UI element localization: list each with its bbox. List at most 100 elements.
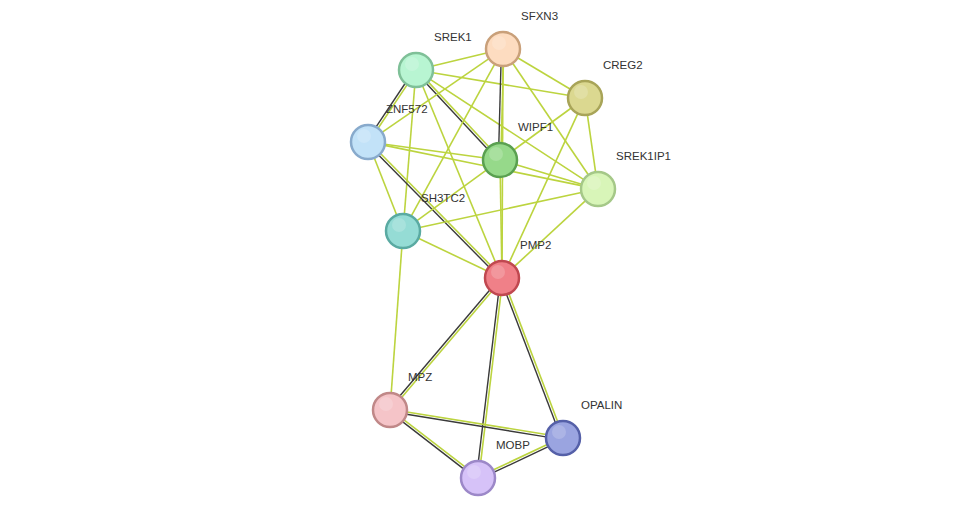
node-outline <box>350 124 386 160</box>
edge-line <box>381 154 491 266</box>
protein-node: PMP2 <box>484 260 520 296</box>
node-circle <box>546 421 580 455</box>
protein-node: ZNF572 <box>350 124 386 160</box>
node-outline <box>398 52 434 88</box>
protein-label: ZNF572 <box>386 103 428 115</box>
node-highlight <box>405 57 419 71</box>
node-circle <box>483 143 517 177</box>
node-highlight <box>552 425 566 439</box>
edge-line <box>518 58 571 90</box>
node-circle <box>568 81 602 115</box>
interaction-edge <box>514 108 572 150</box>
node-outline <box>482 142 518 178</box>
protein-label: SREK1IP1 <box>616 150 671 162</box>
node-highlight <box>489 147 503 161</box>
node-outline <box>580 171 616 207</box>
node-highlight <box>492 36 506 50</box>
node-highlight <box>357 129 371 143</box>
edge-line <box>507 294 556 422</box>
edge-line <box>407 412 546 435</box>
edge-line <box>514 201 585 267</box>
interaction-edge <box>430 79 584 179</box>
node-outline <box>460 460 496 496</box>
edge-line <box>587 115 595 172</box>
protein-node: SFXN3 <box>485 31 521 67</box>
interaction-edge <box>478 295 500 462</box>
node-circle <box>461 461 495 495</box>
interaction-edge <box>400 290 492 398</box>
interaction-edge <box>402 420 465 469</box>
protein-node: CREG2 <box>567 80 603 116</box>
node-circle <box>486 32 520 66</box>
edge-line <box>433 53 487 66</box>
edge-line <box>499 66 501 143</box>
protein-node: SREK1 <box>398 52 434 88</box>
protein-label: MOBP <box>496 439 530 451</box>
edge-line <box>404 420 465 467</box>
node-circle <box>399 53 433 87</box>
edge-line <box>402 291 492 397</box>
protein-label: CREG2 <box>603 59 643 71</box>
interaction-edge <box>379 154 491 267</box>
protein-node: OPALIN <box>545 420 581 456</box>
node-highlight <box>574 85 588 99</box>
edge-line <box>411 64 495 216</box>
edge-line <box>516 165 581 184</box>
interaction-edge <box>418 238 486 270</box>
edge-line <box>400 290 490 396</box>
node-circle <box>351 125 385 159</box>
edge-line <box>509 113 578 262</box>
edge-line <box>514 108 572 150</box>
node-outline <box>485 31 521 67</box>
node-outline <box>545 420 581 456</box>
interaction-edge <box>507 294 558 423</box>
interaction-edge <box>500 177 501 261</box>
edge-line <box>481 295 501 461</box>
interaction-edge <box>587 115 595 172</box>
protein-label: WIPF1 <box>518 121 553 133</box>
node-highlight <box>467 465 481 479</box>
edge-line <box>391 248 402 393</box>
interaction-edge <box>417 170 487 221</box>
node-outline <box>385 213 421 249</box>
node-highlight <box>392 218 406 232</box>
node-circle <box>485 261 519 295</box>
edge-line <box>478 295 498 461</box>
node-circle <box>581 172 615 206</box>
interaction-edge <box>391 248 402 393</box>
node-highlight <box>379 397 393 411</box>
protein-label: SFXN3 <box>521 10 558 22</box>
interaction-edge <box>433 53 487 66</box>
interaction-edge <box>513 63 589 175</box>
protein-label: SH3TC2 <box>421 192 465 204</box>
edge-line <box>513 63 589 175</box>
protein-label: PMP2 <box>520 239 551 251</box>
edge-line <box>420 193 582 228</box>
node-outline <box>484 260 520 296</box>
edge-line <box>379 155 489 267</box>
node-circle <box>386 214 420 248</box>
interaction-edge <box>516 165 581 184</box>
protein-node: WIPF1 <box>482 142 518 178</box>
interaction-edge <box>420 193 582 228</box>
interaction-edge <box>407 412 547 437</box>
protein-label: SREK1 <box>434 31 472 43</box>
protein-label: MPZ <box>408 371 432 383</box>
interaction-edge <box>514 201 585 267</box>
edge-line <box>407 414 546 437</box>
node-highlight <box>491 265 505 279</box>
protein-label: OPALIN <box>581 399 622 411</box>
node-outline <box>567 80 603 116</box>
edge-line <box>509 294 558 422</box>
edge-line <box>417 170 487 221</box>
node-highlight <box>587 176 601 190</box>
node-circle <box>373 393 407 427</box>
interaction-edge <box>518 58 571 90</box>
protein-node: SREK1IP1 <box>580 171 616 207</box>
protein-node: MPZ <box>372 392 408 428</box>
protein-node: SH3TC2 <box>385 213 421 249</box>
edge-line <box>418 238 486 270</box>
interaction-edge <box>509 113 578 262</box>
edge-line <box>500 177 501 261</box>
